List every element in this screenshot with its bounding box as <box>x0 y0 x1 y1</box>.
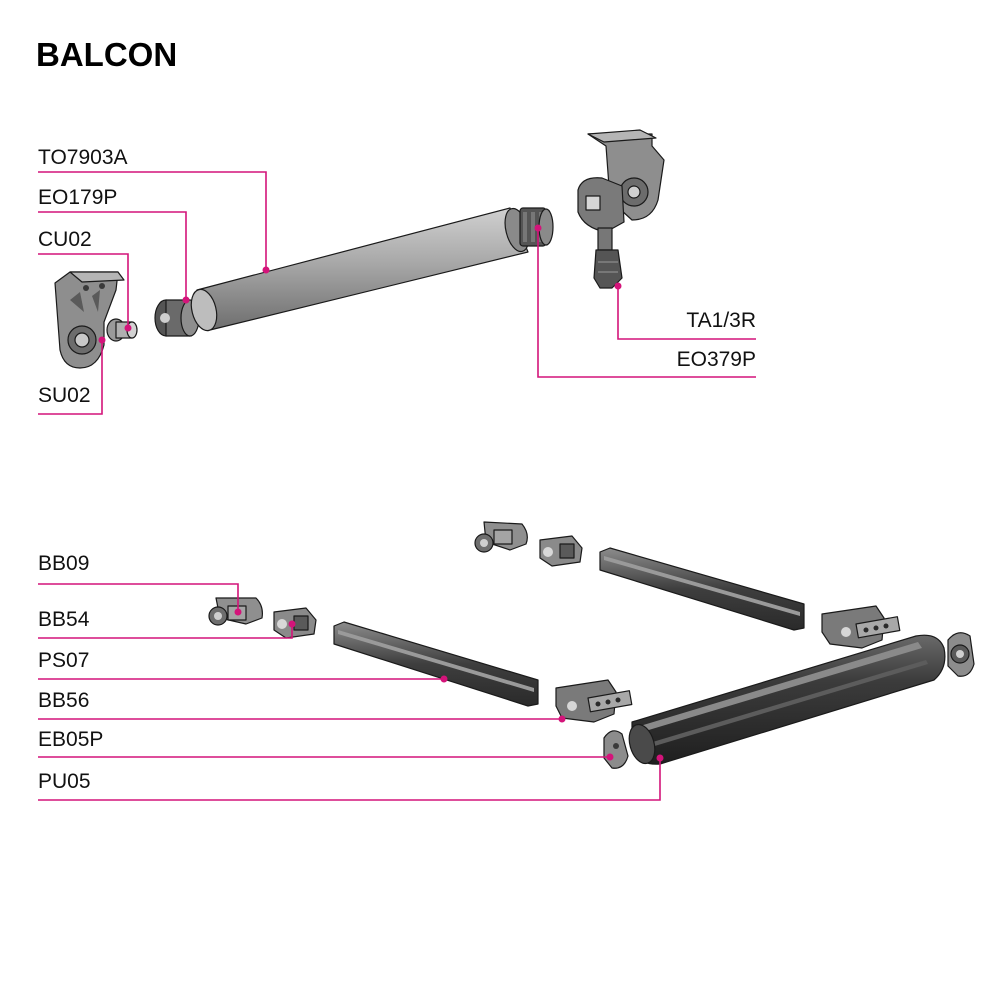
leader-eo379p <box>537 228 756 378</box>
leader-dot-ta13r <box>614 282 622 290</box>
endcap-eb05p-left-part <box>603 730 629 769</box>
bracket-su02-part <box>54 271 125 369</box>
leader-dot-cu02 <box>124 324 132 332</box>
leader-dot-ps07 <box>440 675 448 683</box>
leader-dot-bb09 <box>234 608 242 616</box>
tube-to7903a-part <box>190 207 530 332</box>
rail-ps07-left-part <box>333 621 539 707</box>
label-eb05p: EB05P <box>38 728 103 751</box>
label-cu02: CU02 <box>38 228 92 251</box>
leader-dot-to7903a <box>262 266 270 274</box>
label-su02: SU02 <box>38 384 91 407</box>
hinge-bb56-right-part <box>821 605 901 649</box>
profile-pu05-part <box>628 634 946 765</box>
leader-pu05 <box>38 758 661 801</box>
leader-to7903a <box>38 171 267 270</box>
endcap-eb05p-right-part <box>947 632 975 677</box>
plug-eo179p-part <box>154 299 200 337</box>
label-eo379p: EO379P <box>677 348 756 371</box>
leader-su02 <box>38 340 103 415</box>
label-bb56: BB56 <box>38 689 89 712</box>
gear-ta13r-part <box>577 129 665 289</box>
label-pu05: PU05 <box>38 770 91 793</box>
leader-dot-bb54 <box>288 620 296 628</box>
leader-dot-eb05p <box>606 753 614 761</box>
label-bb09: BB09 <box>38 552 89 575</box>
diagram-title: BALCON <box>36 36 177 73</box>
leader-bb54 <box>38 624 293 639</box>
leader-eo179p <box>38 211 187 300</box>
leader-ta13r <box>617 286 756 340</box>
leader-lines <box>38 171 756 801</box>
hinge-bb56-left-part <box>555 679 633 723</box>
label-to7903a: TO7903A <box>38 146 128 169</box>
cap-cu02-part <box>106 318 138 342</box>
leader-dot-pu05 <box>656 754 664 762</box>
label-bb54: BB54 <box>38 608 90 631</box>
leader-dot-bb56 <box>558 715 566 723</box>
leader-bb09 <box>38 583 239 612</box>
leader-dot-eo179p <box>182 296 190 304</box>
leader-dot-eo379p <box>534 224 542 232</box>
joint-bb09-right-part <box>474 521 528 553</box>
leader-dot-su02 <box>98 336 106 344</box>
label-ta13r: TA1/3R <box>686 309 756 332</box>
leader-cu02 <box>38 253 129 328</box>
connector-bb54-right-part <box>539 535 583 567</box>
rail-ps07-right-part <box>599 547 805 631</box>
label-ps07: PS07 <box>38 649 89 672</box>
label-eo179p: EO179P <box>38 186 117 209</box>
